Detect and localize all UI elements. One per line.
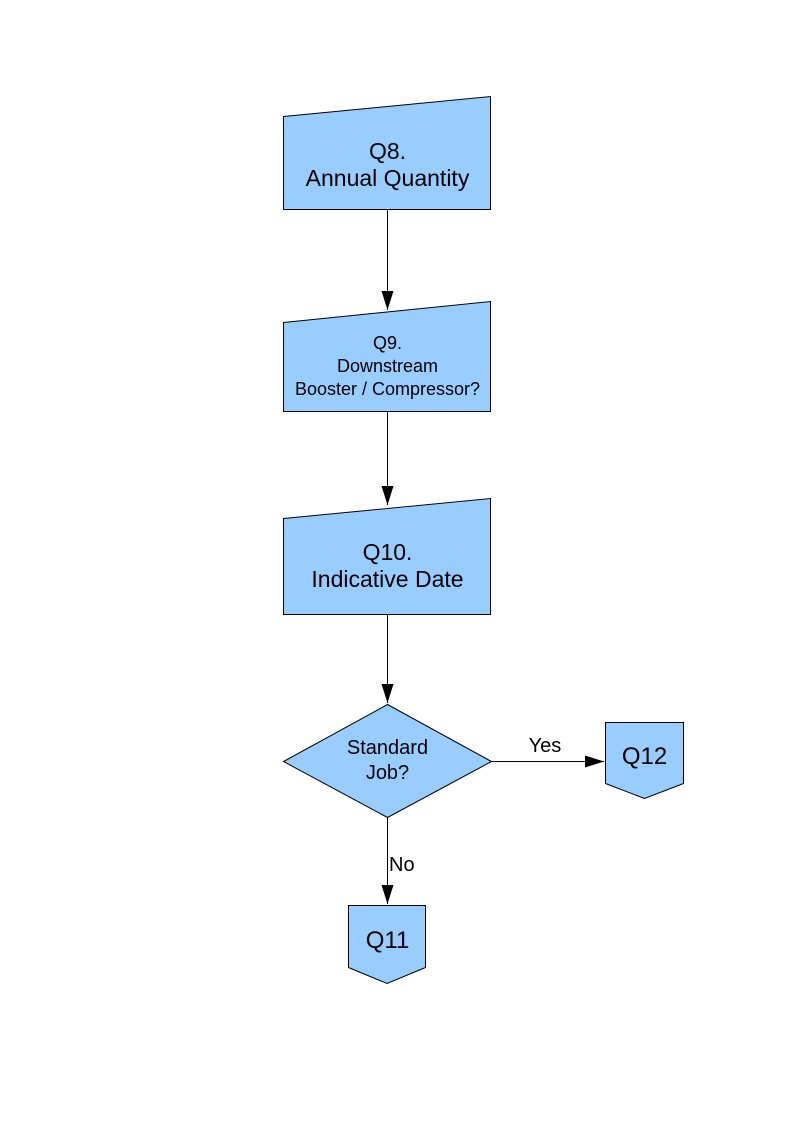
node-q12-offpage-connector-shape — [605, 722, 684, 800]
node-decision-diamond-shape — [282, 703, 493, 819]
node-q8-manual-input-shape — [283, 95, 491, 210]
node-q10-manual-input-shape — [283, 497, 491, 615]
node-q9-manual-input-shape — [283, 300, 491, 412]
node-q11-offpage-connector-shape — [348, 905, 426, 985]
